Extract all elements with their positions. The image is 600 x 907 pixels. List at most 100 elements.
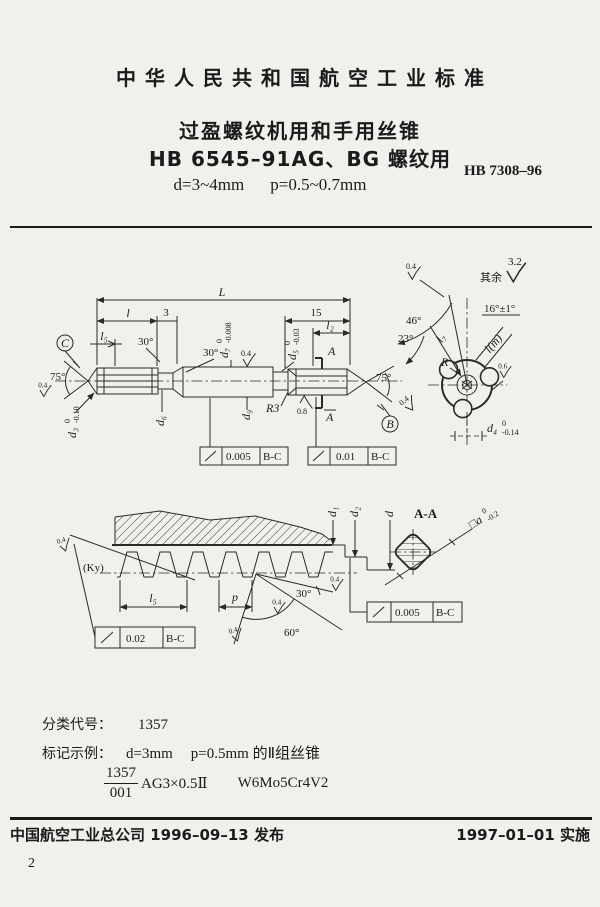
dim-L: L	[218, 285, 226, 299]
footer-publisher: 中国航空工业总公司 1996–09–13 发布	[10, 826, 284, 844]
angle-75-right: 75°	[376, 372, 391, 384]
tolerance-frame-3-leader	[73, 543, 96, 638]
finish-thread-crest-value: 0.4	[330, 575, 339, 583]
thread-profile-detail: (Ky) 0.4 l₅ p d₁ d₂ d 0.4	[56, 507, 463, 649]
standard-subject-subtitle: HB 6545–91AG、BG 螺纹用	[149, 147, 451, 171]
tolerance-frame-1: 0.005 B-C	[199, 446, 289, 466]
classification-label: 分类代号：	[42, 717, 112, 733]
tolerance-frame-4-ref: B-C	[436, 607, 454, 619]
finish-margin-leader	[491, 380, 504, 391]
tolerance-frame-2-ref: B-C	[371, 451, 389, 463]
marking-fraction: 1357 001	[104, 764, 138, 803]
page-title-national-standard: 中华人民共和国航空工业标准	[116, 66, 493, 90]
dim-d7: d₇	[217, 348, 231, 358]
angle-46: 46°	[406, 315, 421, 327]
finish-thread-crest: 0.4	[330, 575, 344, 591]
chamfer-angle-label: (Ky)	[83, 562, 104, 574]
thread-teeth-profile	[117, 551, 333, 578]
angle-23: 23°	[398, 333, 413, 345]
dim-d2: d₂	[347, 507, 361, 517]
section-a-a: A-A □a 0 -0.2	[384, 506, 501, 586]
dim-d5: d₅	[285, 350, 299, 360]
tolerance-frame-3: 0.02 B-C	[94, 626, 196, 649]
dim-d5-lower: -0.03	[292, 328, 301, 345]
tolerance-frame-2-value: 0.01	[336, 451, 355, 463]
diameter-callouts: d₁ d₂ d 0.4	[325, 507, 396, 591]
standard-document-number: HB 7308–96	[464, 163, 542, 179]
dim-d7-upper: 0	[215, 339, 224, 343]
finish-neck: 0.8	[297, 395, 313, 416]
dim-d9: d₉	[239, 410, 253, 420]
fraction-denominator: 001	[109, 784, 133, 801]
finish-flank-2-value: 0.4	[228, 625, 239, 636]
finish-left-tip-value: 0.4	[38, 381, 47, 389]
section-label-top: A	[327, 344, 336, 358]
section-cut-marks: A A	[315, 344, 336, 424]
dim-square: □a	[466, 513, 485, 532]
dim-d3-lower: -0.10	[72, 406, 81, 423]
marking-desc-p: p=0.5mm 的Ⅱ组丝锥	[190, 746, 320, 762]
right-tip-callouts: 75° B 0.4	[365, 365, 420, 433]
classification-line: 分类代号： 1357	[42, 714, 168, 734]
detail-dimensions: l₅ p	[119, 580, 253, 612]
angle-75-left: 75°	[50, 371, 65, 383]
finish-left-tip: 0.4	[38, 381, 52, 397]
datum-c-label: C	[61, 336, 70, 350]
tolerance-frame-3-ref: B-C	[166, 633, 184, 645]
finish-right-tip-value: 0.4	[397, 394, 410, 407]
finish-chamfer-value: 0.4	[56, 535, 67, 546]
dim-lm: l(m)	[481, 331, 505, 355]
dim-square-lower: -0.2	[485, 509, 501, 523]
dim-R3: R3	[265, 401, 279, 415]
angle-30-shank: 30°	[203, 347, 218, 359]
finish-flank-2: 0.4	[228, 625, 246, 643]
marking-material: W6Mo5Cr4V2	[237, 774, 329, 791]
left-tip-callouts: 75° C 0.4	[38, 334, 89, 400]
tap-body-outline	[87, 366, 367, 398]
dim-l: l	[126, 306, 130, 320]
rake-angle-callout: 16°±1°	[448, 294, 520, 386]
dim-p: p	[231, 590, 238, 604]
section-label-bottom: A	[325, 410, 334, 424]
classification-code: 1357	[138, 717, 168, 733]
marking-desc-d: d=3mm	[126, 746, 173, 762]
dim-l7: l₇	[433, 331, 449, 345]
end-view-core-circle	[456, 374, 478, 396]
finish-right-tip: 0.4	[397, 394, 420, 414]
angle-16: 16°±1°	[484, 303, 515, 315]
finish-flank-1-value: 0.4	[272, 598, 281, 606]
page-number: 2	[28, 856, 35, 871]
rest-roughness-label: 其余	[480, 270, 502, 284]
dim-d7-lower: -0.008	[224, 322, 233, 343]
main-dimensions: L l 3 15 l₂ l₅	[90, 285, 351, 368]
datum-b-label: B	[386, 417, 394, 431]
finish-neck-value: 0.8	[297, 407, 307, 416]
footer-divider-line	[10, 817, 592, 820]
size-range-p: p=0.5~0.7mm	[270, 175, 367, 194]
main-lower-callouts: d₆ d₉ R3 0.8	[153, 390, 313, 426]
finish-margin: 0.6	[498, 362, 512, 378]
dim-d3: d₃	[65, 428, 79, 438]
fraction-numerator: 1357	[104, 764, 138, 784]
dim-square-upper: 0	[480, 506, 488, 516]
dim-d4-lower: -0.14	[502, 428, 519, 437]
dim-d3-upper: 0	[63, 419, 72, 423]
tap-technical-drawing: A A L l 3 15 l₂ l₅ 30° 30°	[38, 256, 527, 649]
dim-square-tolerance: □a 0 -0.2	[466, 506, 501, 532]
dim-d5-upper: 0	[283, 341, 292, 345]
standard-subject-title: 过盈螺纹机用和手用丝锥	[179, 119, 421, 143]
tolerance-frame-3-value: 0.02	[126, 633, 145, 645]
chamfer-angle-callouts: 30° 30°	[138, 336, 218, 373]
footer-implement-date: 1997–01–01 实施	[456, 826, 590, 844]
rest-roughness-value: 3.2	[508, 256, 522, 268]
dim-d6: d₆	[153, 416, 167, 426]
tolerance-frame-4-value: 0.005	[395, 607, 420, 619]
tolerance-frame-1-value: 0.005	[226, 451, 251, 463]
dim-d4-upper: 0	[502, 419, 506, 428]
finish-margin-value: 0.6	[498, 362, 507, 370]
rest-roughness: 其余 3.2	[480, 256, 527, 284]
dim-d5-tolerance: d₅ 0 -0.03	[281, 328, 301, 372]
angle-30-thread: 30°	[138, 336, 153, 348]
marking-designation-formula: 1357 001 AG3×0.5Ⅱ W6Mo5Cr4V2	[104, 764, 328, 803]
